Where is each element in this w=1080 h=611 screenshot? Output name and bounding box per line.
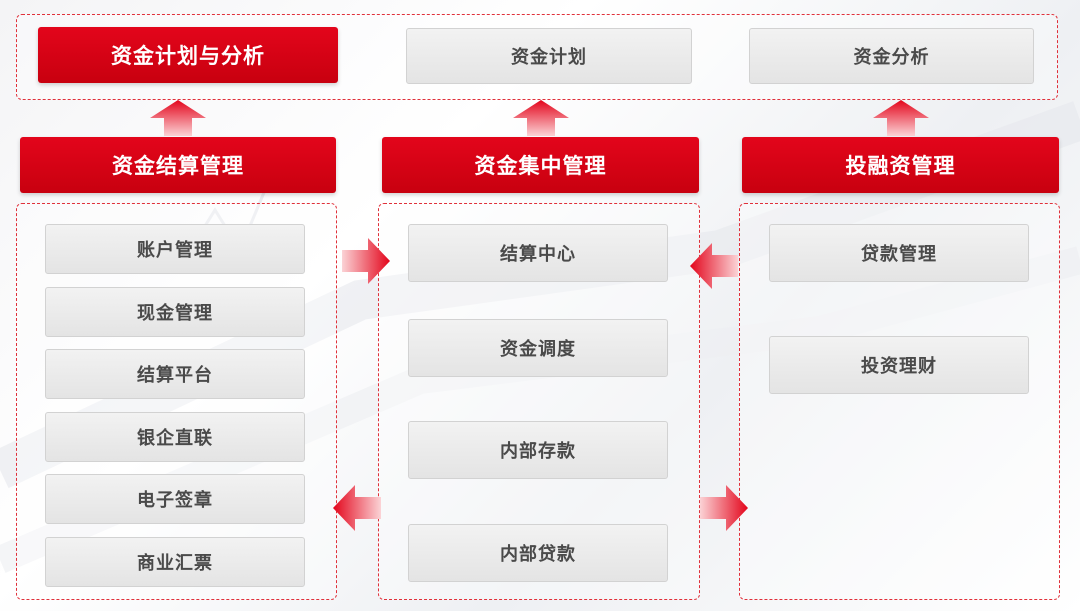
arrow-up-icon — [513, 100, 569, 136]
bank-enterprise-link-item[interactable]: 银企直联 — [45, 412, 305, 462]
arrow-left-icon — [690, 243, 738, 289]
loan-management-item[interactable]: 贷款管理 — [769, 224, 1029, 282]
centralized-management-header[interactable]: 资金集中管理 — [382, 137, 699, 193]
arrow-right-icon — [700, 485, 748, 531]
commercial-bill-item[interactable]: 商业汇票 — [45, 537, 305, 587]
settlement-center-item[interactable]: 结算中心 — [408, 224, 668, 282]
settlement-management-header[interactable]: 资金结算管理 — [20, 137, 336, 193]
account-management-item[interactable]: 账户管理 — [45, 224, 305, 274]
internal-loan-item[interactable]: 内部贷款 — [408, 524, 668, 582]
cash-management-item[interactable]: 现金管理 — [45, 287, 305, 337]
investment-financing-header[interactable]: 投融资管理 — [742, 137, 1059, 193]
investment-wealth-item[interactable]: 投资理财 — [769, 336, 1029, 394]
arrow-right-icon — [342, 238, 390, 284]
fund-plan-button[interactable]: 资金计划 — [406, 28, 692, 84]
internal-deposit-item[interactable]: 内部存款 — [408, 421, 668, 479]
fund-dispatch-item[interactable]: 资金调度 — [408, 319, 668, 377]
fund-analysis-button[interactable]: 资金分析 — [749, 28, 1034, 84]
planning-analysis-button[interactable]: 资金计划与分析 — [38, 27, 338, 83]
arrow-up-icon — [150, 100, 206, 136]
electronic-signature-item[interactable]: 电子签章 — [45, 474, 305, 524]
settlement-platform-item[interactable]: 结算平台 — [45, 349, 305, 399]
arrow-left-icon — [333, 485, 381, 531]
arrow-up-icon — [873, 100, 929, 136]
